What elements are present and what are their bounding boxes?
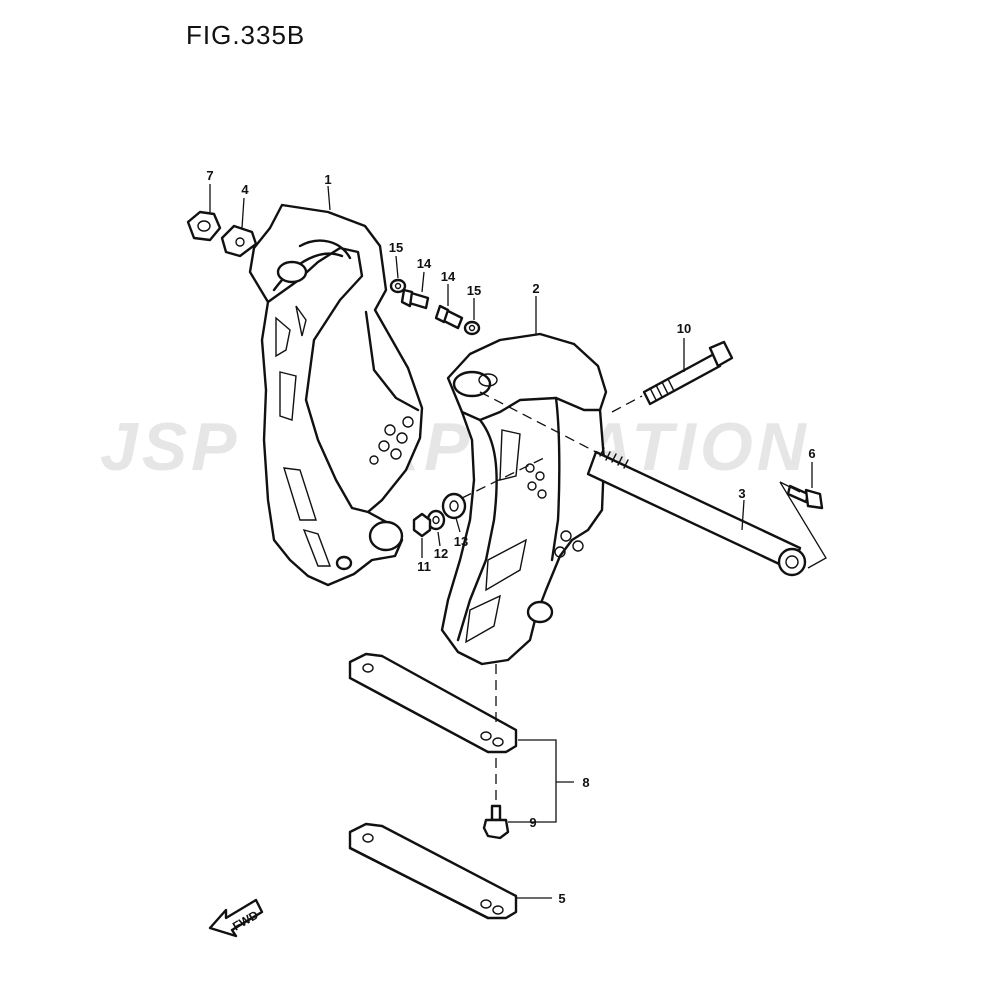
callout-14-lower: 14 (441, 269, 456, 284)
nut-11 (412, 512, 432, 538)
assembly-lines (461, 391, 827, 806)
figure-title: FIG.335B (186, 20, 306, 50)
bolt-9 (482, 804, 510, 840)
callout-5: 5 (558, 891, 565, 906)
clamp-bracket-right (440, 332, 608, 666)
plate-5 (348, 822, 518, 920)
callout-3: 3 (738, 486, 745, 501)
callout-13: 13 (454, 534, 468, 549)
clamp-shaft (586, 447, 807, 577)
callout-9: 9 (529, 815, 536, 830)
callout-6: 6 (808, 446, 815, 461)
bolt-14-upper (400, 288, 430, 310)
callout-1: 1 (324, 172, 331, 187)
callout-7: 7 (206, 168, 213, 183)
leader-lines (209, 184, 813, 899)
washer-15-upper (389, 278, 407, 294)
lock-plate-4 (220, 224, 258, 258)
watermark-text: JSP CORPORATION (100, 409, 810, 485)
bolt-14-lower (434, 304, 464, 330)
bolt-6 (786, 484, 824, 510)
callout-14-upper: 14 (417, 256, 432, 271)
washer-12 (426, 509, 446, 531)
callout-4: 4 (241, 182, 249, 197)
plate-8 (348, 652, 518, 754)
callout-10: 10 (677, 321, 691, 336)
fwd-arrow: FWD (208, 898, 264, 938)
callout-15-lower: 15 (467, 283, 481, 298)
callout-12: 12 (434, 546, 448, 561)
nut-7 (186, 210, 222, 242)
callout-2: 2 (532, 281, 539, 296)
callout-labels: 7 4 1 15 14 14 15 2 10 6 3 11 12 13 8 9 … (206, 168, 815, 906)
clamp-bracket-left (248, 203, 424, 587)
washer-15-lower (463, 320, 481, 336)
callout-11: 11 (417, 559, 431, 574)
washer-13 (441, 492, 467, 520)
callout-15-upper: 15 (389, 240, 403, 255)
callout-8: 8 (582, 775, 589, 790)
bolt-10 (642, 340, 734, 406)
watermark: JSP CORPORATION (100, 409, 810, 485)
